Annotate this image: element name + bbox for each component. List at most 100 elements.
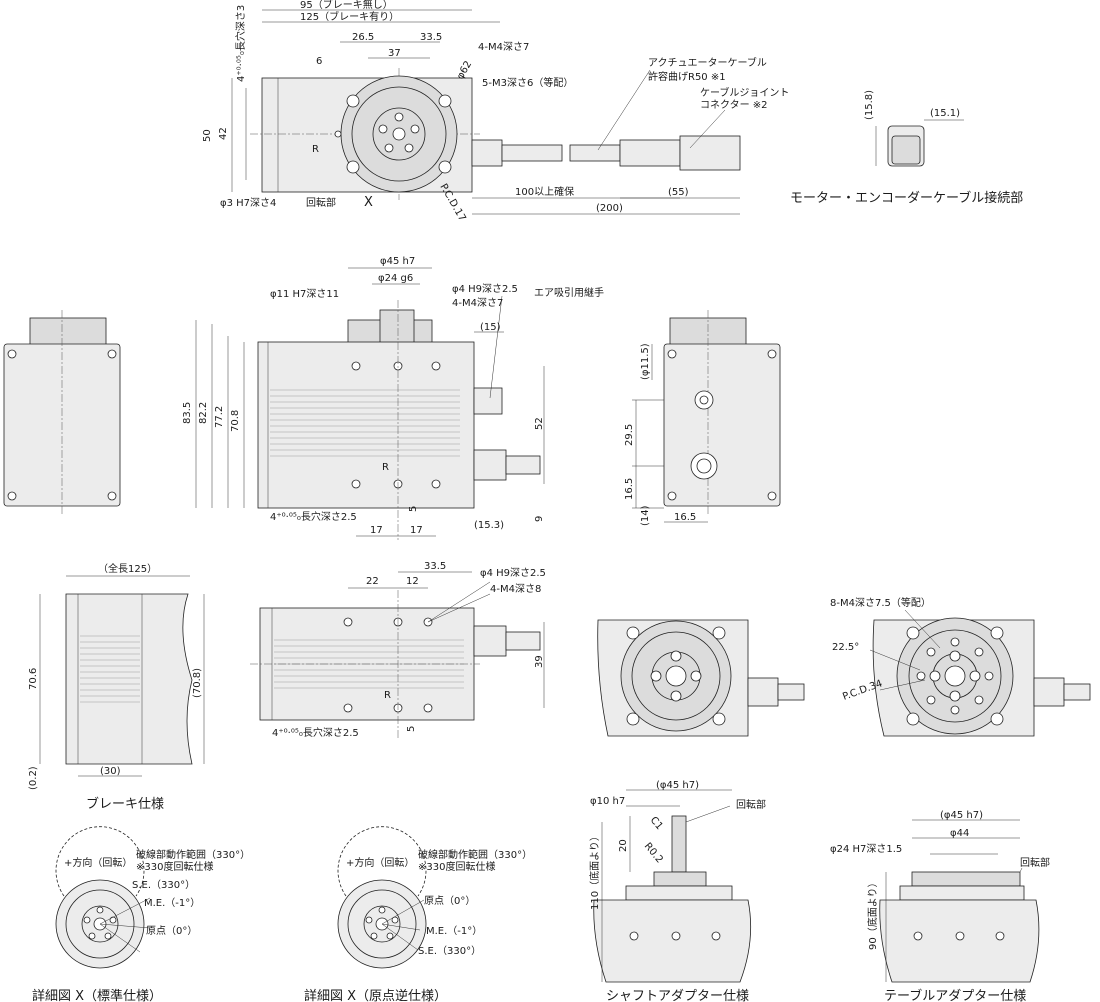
m4-label-front: 4-M4深さ7: [452, 297, 503, 309]
dim-50: 50: [202, 129, 213, 142]
phi45-label-table: (φ45 h7): [940, 810, 983, 821]
r02-label: R0.2: [642, 841, 665, 866]
dim-29-5: 29.5: [624, 424, 635, 446]
dim-0-2: (0.2): [28, 766, 39, 790]
dim-16-5-b: 16.5: [674, 512, 696, 523]
left-side-view: [3, 310, 121, 515]
rotating-label-table: 回転部: [1020, 856, 1050, 869]
dim-200: (200): [596, 203, 623, 214]
dim-39: 39: [534, 655, 545, 668]
dim-15-1: (15.1): [930, 108, 960, 119]
direction-label-rev: +方向（回転）: [346, 856, 414, 869]
se-label-std: S.E.（330°）: [132, 879, 195, 891]
dim-9: 9: [534, 516, 545, 522]
shaft-adapter-side: (φ45 h7) φ10 h7 回転部 C1 R0.2 20 110（底面より）…: [588, 780, 766, 1002]
dim-82-2: 82.2: [198, 402, 209, 424]
dim-6: 6: [316, 56, 322, 67]
brake-view: （全長125） 70.6 (70.8) (0.2) (30) ブレーキ仕様: [28, 562, 205, 812]
dim-70-8-brake: (70.8): [192, 668, 203, 698]
dim-70-6: 70.6: [28, 668, 39, 690]
air-fitting-label: エア吸引用継手: [534, 286, 604, 299]
phi45-label: φ45 h7: [380, 256, 415, 267]
rotating-label-shaft: 回転部: [736, 798, 766, 811]
origin-label-std: 原点（0°）: [146, 925, 197, 937]
dim-77-2: 77.2: [214, 406, 225, 428]
dim-22: 22: [366, 576, 379, 587]
range-label-std-2: ※330度回転仕様: [136, 860, 213, 873]
range-label-rev-1: 破線部動作範囲（330°）: [418, 848, 532, 861]
x-mark: X: [364, 195, 373, 210]
dim-37: 37: [388, 48, 401, 59]
caption-detail-rev: 詳細図 X（原点逆仕様）: [304, 988, 447, 1002]
caption-brake: ブレーキ仕様: [86, 796, 164, 812]
dim-26-5: 26.5: [352, 32, 374, 43]
dim-20: 20: [618, 839, 629, 852]
range-label-std-1: 破線部動作範囲（330°）: [136, 848, 250, 861]
joint-note-2: コネクター ※2: [700, 99, 768, 111]
table-adapter-side: (φ45 h7) φ44 φ24 H7深さ1.5 回転部 90（底面より） テー…: [830, 810, 1050, 1002]
joint-note-1: ケーブルジョイント: [700, 86, 789, 99]
r-mark-front: R: [382, 462, 389, 473]
bottom-view: 22 12 33.5 φ4 H9深さ2.5 4-M4深さ8 39 5 4⁺⁰·⁰…: [250, 561, 546, 740]
dim-33-5: 33.5: [420, 32, 442, 43]
dim-95: 95（ブレーキ無し）: [300, 0, 393, 11]
c1-label: C1: [648, 815, 665, 832]
dim-55: (55): [668, 187, 689, 198]
r-mark-bottom: R: [384, 690, 391, 701]
brake-fins: [80, 635, 140, 703]
phi24-label: φ24 g6: [378, 273, 413, 284]
se-label-rev: S.E.（330°）: [418, 945, 481, 957]
slot-label-bottom: 4⁺⁰·⁰⁵₀長穴深さ2.5: [272, 726, 359, 739]
m4-label-bottom: 4-M4深さ8: [490, 583, 541, 595]
r-mark: R: [312, 144, 319, 155]
cable-note-2: 許容曲げR50 ※1: [648, 70, 726, 83]
phi4-label-bottom: φ4 H9深さ2.5: [480, 567, 546, 579]
origin-label-rev: 原点（0°）: [424, 895, 475, 907]
caption-detail-std: 詳細図 X（標準仕様）: [32, 988, 162, 1002]
phi24-label-table: φ24 H7深さ1.5: [830, 843, 902, 855]
shaft-adapter-top-view: [597, 619, 805, 737]
slot-label-front: 4⁺⁰·⁰⁵₀長穴深さ2.5: [270, 510, 357, 523]
dim-52: 52: [534, 417, 545, 430]
phi4-label: φ4 H9深さ2.5: [452, 283, 518, 295]
dim-17-a: 17: [370, 525, 383, 536]
cable-note-1: アクチュエーターケーブル: [648, 56, 767, 69]
range-label-rev-2: ※330度回転仕様: [418, 860, 495, 873]
me-label-std: M.E.（-1°）: [144, 897, 200, 909]
m3-label: 5-M3深さ6（等配）: [482, 76, 573, 89]
direction-label-std: +方向（回転）: [64, 856, 132, 869]
dim-125: 125（ブレーキ有り）: [300, 10, 399, 23]
detail-x-reverse: +方向（回転） 破線部動作範囲（330°） ※330度回転仕様 原点（0°） M…: [304, 826, 532, 1002]
detail-x-standard: +方向（回転） 破線部動作範囲（330°） ※330度回転仕様 S.E.（330…: [32, 826, 250, 1002]
front-view: [195, 267, 545, 540]
dim-110: 110（底面より）: [588, 831, 601, 910]
dim-12: 12: [406, 576, 419, 587]
slot-label: 4⁺⁰·⁰⁵₀長穴深さ3: [234, 5, 247, 82]
caption-motor-encoder: モーター・エンコーダーケーブル接続部: [790, 190, 1023, 206]
dim-11-5: (φ11.5): [640, 343, 651, 380]
dim-42: 42: [218, 127, 229, 140]
m4-label-table: 8-M4深さ7.5（等配）: [830, 596, 931, 609]
table-adapter-top-view: 8-M4深さ7.5（等配） 22.5° P.C.D.34: [830, 596, 1091, 737]
phi3-label: φ3 H7深さ4: [220, 197, 276, 209]
me-label-rev: M.E.（-1°）: [426, 925, 482, 937]
right-side-view: (φ11.5) 29.5 16.5 (14) 16.5: [624, 310, 781, 526]
rotating-label: 回転部: [306, 196, 336, 209]
front-fins: [270, 389, 460, 457]
phi10-label: φ10 h7: [590, 796, 625, 807]
dim-30: (30): [100, 766, 121, 777]
phi44-label: φ44: [950, 828, 969, 839]
dim-83-5: 83.5: [182, 402, 193, 424]
top-view-labels: 95（ブレーキ無し） 125（ブレーキ有り） 26.5 33.5 37 6 4⁺…: [202, 0, 789, 223]
dim-70-8: 70.8: [230, 410, 241, 432]
phi11-label: φ11 H7深さ11: [270, 288, 339, 300]
angle-label: 22.5°: [832, 642, 859, 653]
dim-14: (14): [640, 505, 651, 526]
dim-15-3: (15.3): [474, 520, 504, 531]
caption-shaft: シャフトアダプター仕様: [606, 989, 749, 1002]
front-view-labels: φ45 h7 φ24 g6 φ11 H7深さ11 φ4 H9深さ2.5 4-M4…: [182, 256, 604, 536]
dim-90: 90（底面より）: [866, 877, 879, 950]
phi45-label-shaft: (φ45 h7): [656, 780, 699, 791]
caption-table: テーブルアダプター仕様: [884, 988, 1026, 1002]
